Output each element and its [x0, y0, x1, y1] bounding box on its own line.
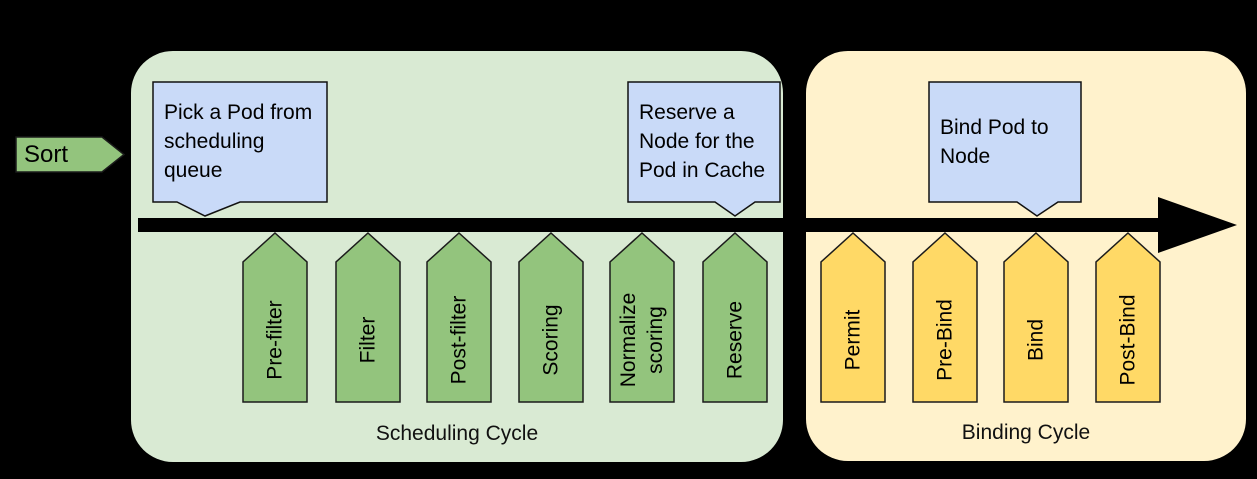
- stage-label-post-filter: Post-filter: [447, 295, 471, 385]
- callout-reserve-node-shape: [627, 81, 781, 217]
- stage-label-normalize-scoring: Normalize scoring: [617, 292, 667, 387]
- stage-arrow-filter: Filter: [335, 232, 401, 403]
- stage-arrow-pre-filter: Pre-filter: [242, 232, 308, 403]
- stage-arrow-post-filter: Post-filter: [426, 232, 492, 403]
- stage-arrow-shape: [609, 232, 675, 403]
- sort-label: Sort: [24, 140, 69, 168]
- scheduling-cycle-label: Scheduling Cycle: [375, 422, 539, 445]
- stage-arrow-normalize-scoring: Normalize scoring: [609, 232, 675, 403]
- stage-arrow-bind: Bind: [1003, 232, 1069, 403]
- stage-arrow-pre-bind: Pre-Bind: [912, 232, 978, 403]
- timeline-arrow: [138, 197, 1237, 253]
- stage-label-permit: Permit: [841, 309, 865, 371]
- stage-label-bind: Bind: [1024, 318, 1048, 361]
- stage-arrow-shape: [820, 232, 886, 403]
- sort-arrow-shape: [15, 136, 125, 173]
- stage-arrow-shape: [1003, 232, 1069, 403]
- callout-reserve-node-text: Reserve a Node for the Pod in Cache: [639, 101, 766, 182]
- stage-label-pre-filter: Pre-filter: [263, 300, 287, 380]
- stage-label-pre-bind: Pre-Bind: [933, 298, 957, 381]
- sort-stage: Sort: [15, 136, 125, 173]
- stage-label-post-bind: Post-Bind: [1116, 294, 1140, 386]
- binding-cycle-label: Binding Cycle: [961, 421, 1091, 444]
- callout-bind-pod-text: Bind Pod to Node: [940, 115, 1049, 168]
- stage-arrow-shape: [518, 232, 584, 403]
- stage-label-scoring: Scoring: [539, 304, 563, 376]
- callout-pick-pod-shape: [152, 81, 328, 217]
- stage-arrow-shape: [702, 232, 768, 403]
- stage-arrow-permit: Permit: [820, 232, 886, 403]
- stage-arrow-scoring: Scoring: [518, 232, 584, 403]
- stage-arrow-shape: [1095, 232, 1161, 403]
- callout-bind-pod-shape: [928, 81, 1082, 217]
- callout-pick-pod-text: Pick a Pod from scheduling queue: [164, 101, 313, 182]
- stage-arrow-reserve: Reserve: [702, 232, 768, 403]
- stage-label-reserve: Reserve: [723, 300, 747, 379]
- stage-label-filter: Filter: [356, 316, 380, 364]
- stage-arrow-shape: [335, 232, 401, 403]
- stage-arrow-shape: [242, 232, 308, 403]
- stage-arrow-shape: [912, 232, 978, 403]
- stage-arrow-shape: [426, 232, 492, 403]
- stage-arrow-post-bind: Post-Bind: [1095, 232, 1161, 403]
